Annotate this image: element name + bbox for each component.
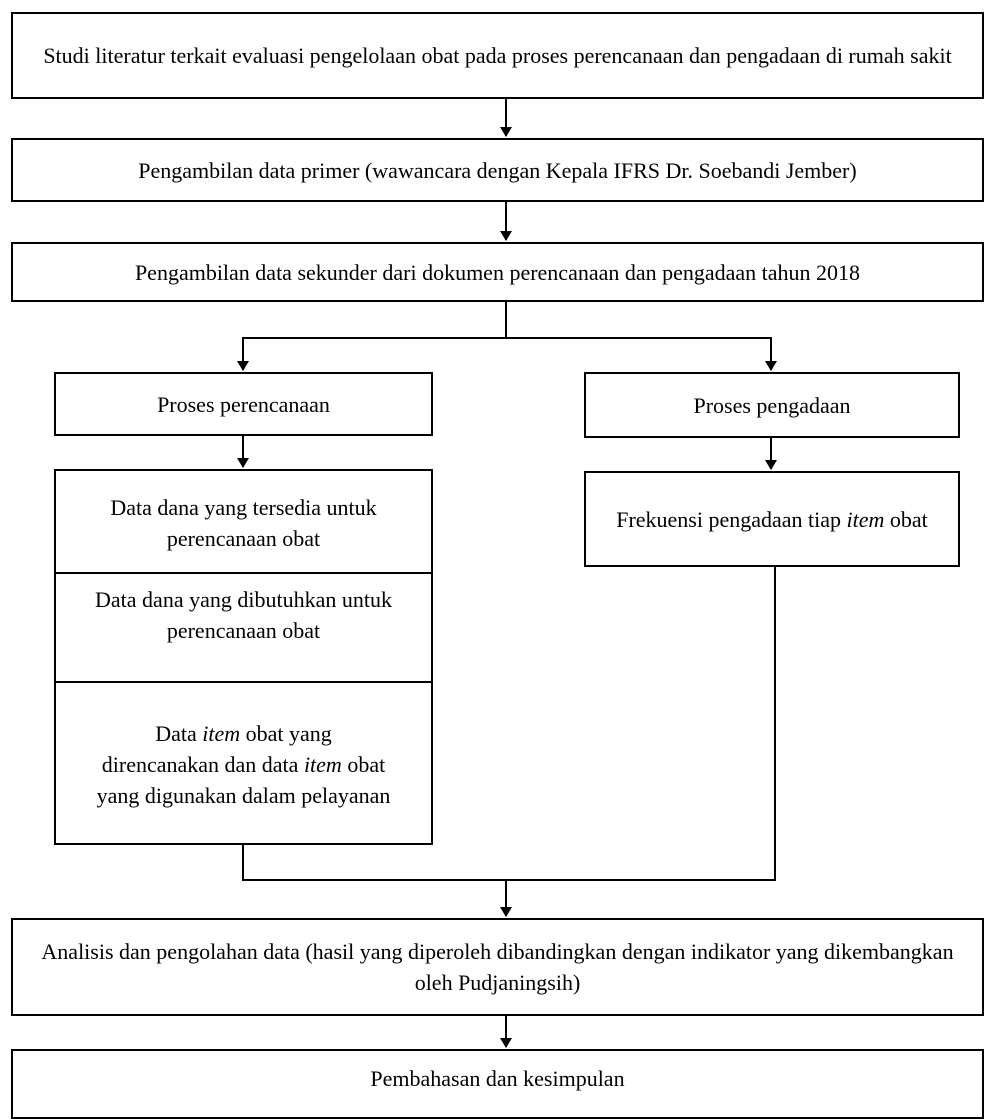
step-primary-data: Pengambilan data primer (wawancara denga…	[11, 138, 984, 202]
required-funds-text: Data dana yang dibutuhkan untuk perencan…	[95, 587, 392, 643]
planning-data-group: Data dana yang tersedia untuk perencanaa…	[54, 469, 433, 845]
divider-2	[56, 681, 431, 683]
divider-1	[56, 572, 431, 574]
step-discussion-conclusion: Pembahasan dan kesimpulan	[11, 1049, 984, 1119]
step-literature-study: Studi literatur terkait evaluasi pengelo…	[11, 12, 984, 99]
required-funds-item: Data dana yang dibutuhkan untuk perencan…	[56, 574, 431, 684]
step-literature-study-text: Studi literatur terkait evaluasi pengelo…	[43, 43, 952, 68]
step-analysis-text: Analisis dan pengolahan data (hasil yang…	[41, 939, 954, 995]
planned-items-text: Data item obat yang direncanakan dan dat…	[96, 720, 391, 808]
planning-process-label: Proses perencanaan	[157, 391, 330, 417]
procurement-frequency-box: Frekuensi pengadaan tiap item obat	[584, 471, 960, 567]
step-analysis: Analisis dan pengolahan data (hasil yang…	[11, 918, 984, 1016]
planned-items-item: Data item obat yang direncanakan dan dat…	[56, 683, 431, 845]
step-primary-data-text: Pengambilan data primer (wawancara denga…	[138, 157, 857, 183]
procurement-process-label: Proses pengadaan	[693, 392, 851, 418]
procurement-frequency-text: Frekuensi pengadaan tiap item obat	[616, 506, 928, 532]
step-secondary-data: Pengambilan data sekunder dari dokumen p…	[11, 242, 984, 302]
planning-process-box: Proses perencanaan	[54, 372, 433, 436]
step-discussion-conclusion-text: Pembahasan dan kesimpulan	[370, 1066, 625, 1091]
procurement-process-box: Proses pengadaan	[584, 372, 960, 438]
available-funds-item: Data dana yang tersedia untuk perencanaa…	[56, 471, 431, 574]
step-secondary-data-text: Pengambilan data sekunder dari dokumen p…	[134, 259, 861, 285]
available-funds-text: Data dana yang tersedia untuk perencanaa…	[110, 494, 377, 551]
